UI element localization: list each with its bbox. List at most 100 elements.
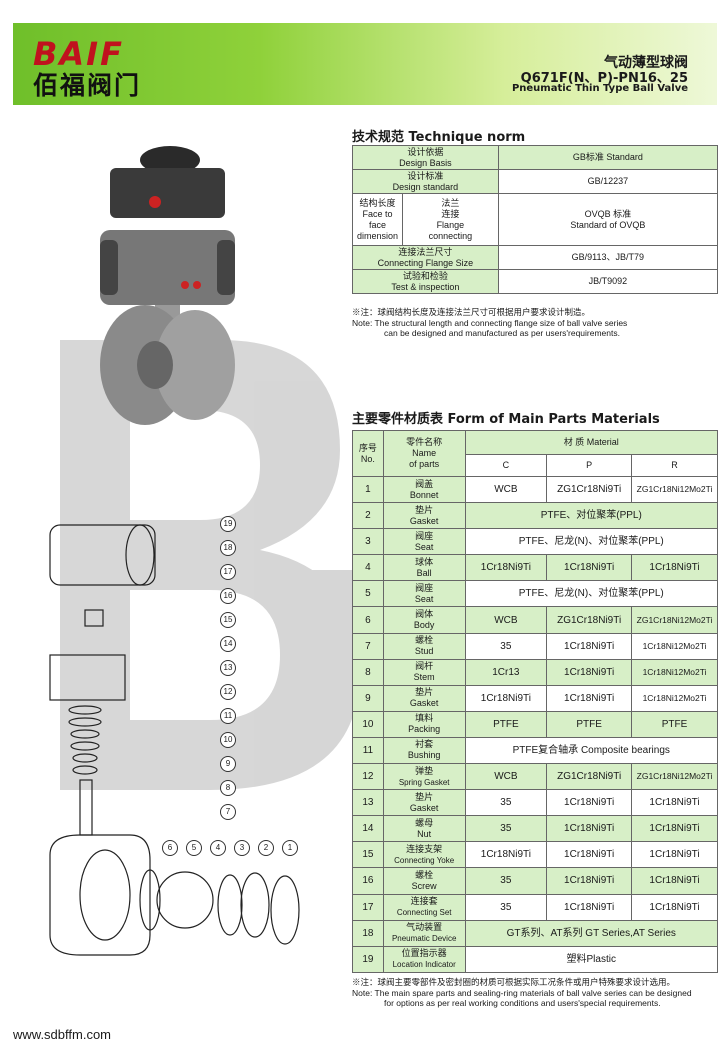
part-material-c: 35 xyxy=(464,789,548,817)
callout-19: 19 xyxy=(220,516,236,532)
part-material-c: 35 xyxy=(464,815,548,843)
parts-note: ※注：球阀主要零部件及密封圈的材质可根据实际工况条件或用户特殊要求设计选用。 N… xyxy=(352,977,692,1008)
product-title-en: Pneumatic Thin Type Ball Valve xyxy=(511,83,688,94)
part-material-p: 1Cr18Ni9Ti xyxy=(546,684,633,712)
part-no: 12 xyxy=(352,763,384,791)
callout-4: 4 xyxy=(210,840,226,856)
callout-3: 3 xyxy=(234,840,250,856)
part-material-r: 1Cr18Ni9Ti xyxy=(631,867,718,895)
callout-10: 10 xyxy=(220,732,236,748)
part-material-c: 35 xyxy=(464,893,548,921)
parts-header-c: C xyxy=(464,454,548,477)
part-material-c: WCB xyxy=(464,475,548,504)
part-material-p: 1Cr18Ni9Ti xyxy=(546,815,633,843)
part-no: 14 xyxy=(352,815,384,843)
part-no: 18 xyxy=(352,919,384,947)
part-material-r: 1Cr18Ni9Ti xyxy=(631,815,718,843)
part-material: PTFE、尼龙(N)、对位聚苯(PPL) xyxy=(464,528,718,556)
part-material-c: 1Cr18Ni9Ti xyxy=(464,554,548,582)
part-material-r: ZG1Cr18Ni12Mo2Ti xyxy=(631,475,718,504)
parts-header-material: 材 质 Material xyxy=(464,430,718,455)
callout-9: 9 xyxy=(220,756,236,772)
part-no: 17 xyxy=(352,893,384,921)
part-no: 9 xyxy=(352,684,384,712)
parts-section-title: 主要零件材质表 Form of Main Parts Materials xyxy=(352,412,660,427)
part-no: 3 xyxy=(352,528,384,556)
part-material-p: PTFE xyxy=(546,710,633,738)
part-material-c: WCB xyxy=(464,606,548,634)
callout-2: 2 xyxy=(258,840,274,856)
part-material-p: 1Cr18Ni9Ti xyxy=(546,867,633,895)
tech-value-0: GB标准 Standard xyxy=(497,145,719,170)
callout-6: 6 xyxy=(162,840,178,856)
callout-14: 14 xyxy=(220,636,236,652)
part-material-r: 1Cr18Ni12Mo2Ti xyxy=(631,632,718,660)
part-no: 11 xyxy=(352,736,384,765)
part-material: 塑料Plastic xyxy=(464,945,718,973)
callout-17: 17 xyxy=(220,564,236,580)
part-material-p: 1Cr18Ni9Ti xyxy=(546,658,633,686)
part-no: 4 xyxy=(352,554,384,582)
part-material: GT系列、AT系列 GT Series,AT Series xyxy=(464,919,718,947)
part-material-r: PTFE xyxy=(631,710,718,738)
parts-header-r: R xyxy=(631,454,718,477)
callout-15: 15 xyxy=(220,612,236,628)
callout-7: 7 xyxy=(220,804,236,820)
callout-18: 18 xyxy=(220,540,236,556)
part-material: PTFE、尼龙(N)、对位聚苯(PPL) xyxy=(464,580,718,608)
part-material-p: 1Cr18Ni9Ti xyxy=(546,632,633,660)
part-material-c: 35 xyxy=(464,632,548,660)
part-material-p: 1Cr18Ni9Ti xyxy=(546,893,633,921)
product-title-cn: 气动薄型球阀 xyxy=(604,55,688,71)
part-material-r: ZG1Cr18Ni12Mo2Ti xyxy=(631,606,718,634)
part-no: 19 xyxy=(352,945,384,973)
callout-5: 5 xyxy=(186,840,202,856)
tech-value-2: GB/9113、JB/T79 xyxy=(497,245,719,270)
part-no: 16 xyxy=(352,867,384,895)
part-material-c: WCB xyxy=(464,763,548,791)
part-material-p: 1Cr18Ni9Ti xyxy=(546,789,633,817)
part-material-c: 1Cr18Ni9Ti xyxy=(464,841,548,869)
tech-note: ※注：球阀结构长度及连接法兰尺寸可根据用户要求设计制造。 Note: The s… xyxy=(352,307,628,338)
part-no: 2 xyxy=(352,502,384,530)
part-material-c: PTFE xyxy=(464,710,548,738)
callout-8: 8 xyxy=(220,780,236,796)
part-no: 1 xyxy=(352,475,384,504)
tech-value-3: JB/T9092 xyxy=(497,269,719,294)
part-material-r: 1Cr18Ni9Ti xyxy=(631,893,718,921)
part-material-p: 1Cr18Ni9Ti xyxy=(546,841,633,869)
part-no: 13 xyxy=(352,789,384,817)
part-no: 6 xyxy=(352,606,384,634)
part-material-p: ZG1Cr18Ni9Ti xyxy=(546,475,633,504)
part-material-r: 1Cr18Ni12Mo2Ti xyxy=(631,684,718,712)
